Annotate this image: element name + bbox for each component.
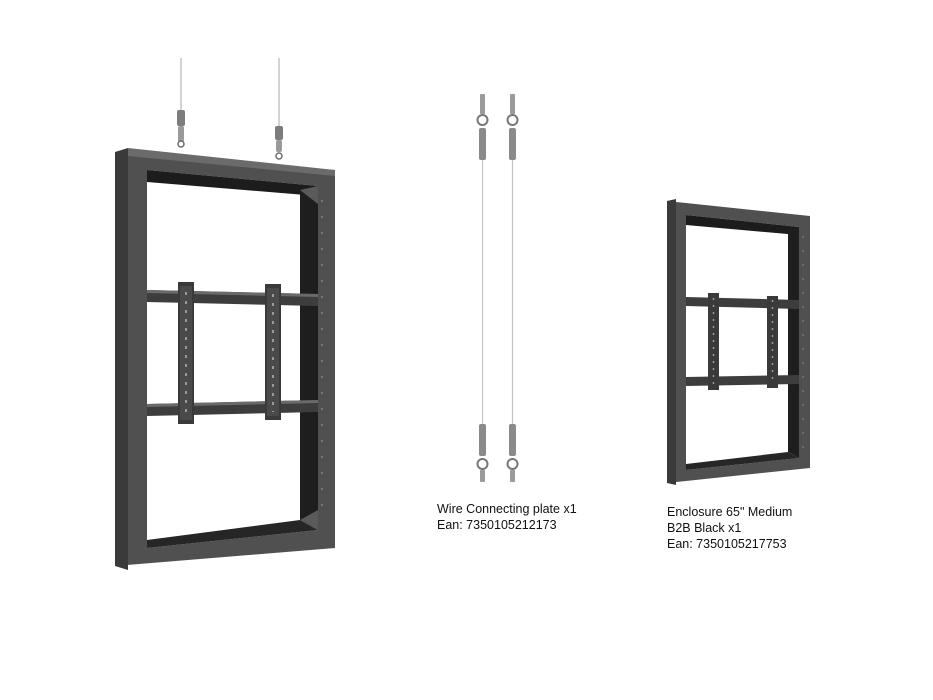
suspension-wires-large: [177, 58, 283, 160]
enclosure-ean: Ean: 7350105217753: [667, 537, 787, 551]
enclosure-title-line2: B2B Black x1: [667, 521, 742, 535]
enclosure-caption: Enclosure 65" Medium B2B Black x1 Ean: 7…: [667, 504, 792, 552]
enclosure-title-line1: Enclosure 65" Medium: [667, 505, 793, 519]
enclosure-frame-large: [115, 148, 335, 570]
wire-plate-ean: Ean: 7350105212173: [437, 518, 557, 532]
wire-plate-caption: Wire Connecting plate x1 Ean: 7350105212…: [437, 501, 577, 533]
vesa-arms-small: [708, 293, 778, 390]
enclosure-frame-small: [667, 199, 810, 485]
wire-right: [506, 94, 519, 482]
wire-plate-title: Wire Connecting plate x1: [437, 502, 577, 516]
wire-left: [476, 94, 489, 482]
vesa-arms-large: [178, 282, 281, 424]
